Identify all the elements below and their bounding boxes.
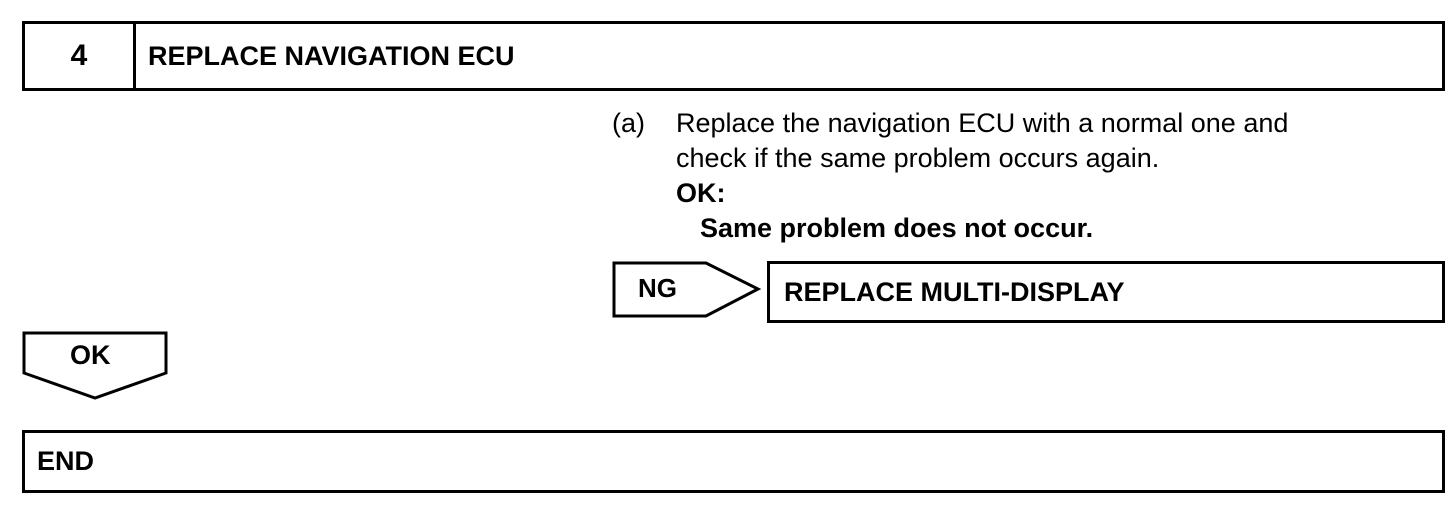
instruction-block: (a) Replace the navigation ECU with a no… — [612, 106, 1432, 246]
ok-criteria-label: OK: — [676, 178, 726, 208]
ng-arrow-shape — [612, 261, 762, 318]
ok-arrow-shape — [22, 331, 168, 400]
instruction-line-1: Replace the navigation ECU with a normal… — [676, 108, 1289, 138]
step-number: 4 — [25, 24, 136, 88]
instruction-marker: (a) — [612, 108, 645, 138]
ok-criteria-text: Same problem does not occur. — [700, 213, 1094, 243]
ok-label: OK — [70, 340, 111, 370]
ng-label: NG — [638, 273, 677, 303]
ng-action-box: REPLACE MULTI-DISPLAY — [767, 261, 1445, 323]
ng-arrow: NG — [612, 261, 762, 319]
instruction-line-2: check if the same problem occurs again. — [676, 143, 1160, 173]
step-title: REPLACE NAVIGATION ECU — [148, 40, 515, 71]
ok-arrow: OK — [22, 331, 170, 401]
step-header: 4 REPLACE NAVIGATION ECU — [22, 21, 1445, 91]
end-box: END — [22, 430, 1445, 493]
